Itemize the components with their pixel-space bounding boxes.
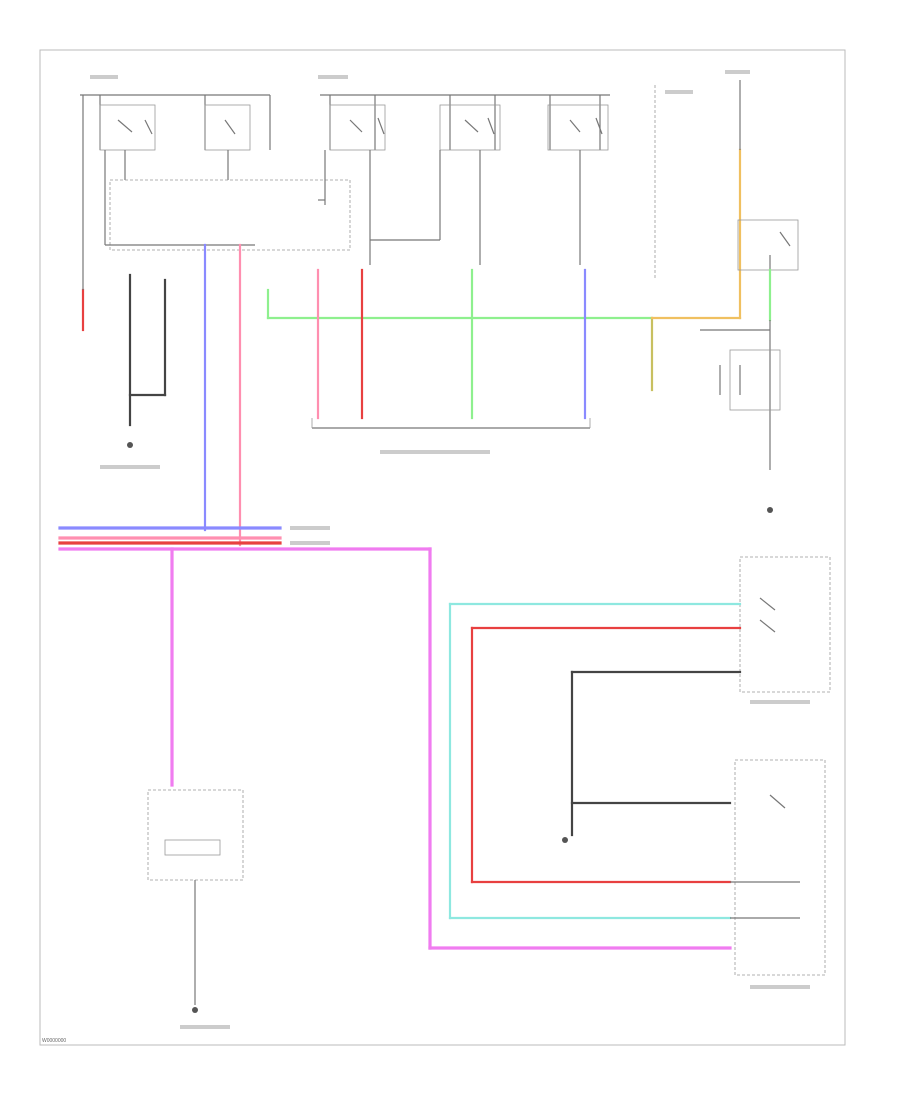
top-center-switch-module xyxy=(320,85,656,280)
right-switch-module-upper xyxy=(739,556,831,693)
diagram-frame xyxy=(39,49,846,1046)
right-switch-module-lower xyxy=(730,759,826,976)
right-relay xyxy=(700,219,799,513)
decorative-label-marks xyxy=(90,70,810,1029)
figure-code: W0000000 xyxy=(42,1038,66,1044)
control-module-box xyxy=(109,179,351,251)
top-left-switch-module xyxy=(80,94,271,180)
left-bottom-module xyxy=(147,789,244,1013)
